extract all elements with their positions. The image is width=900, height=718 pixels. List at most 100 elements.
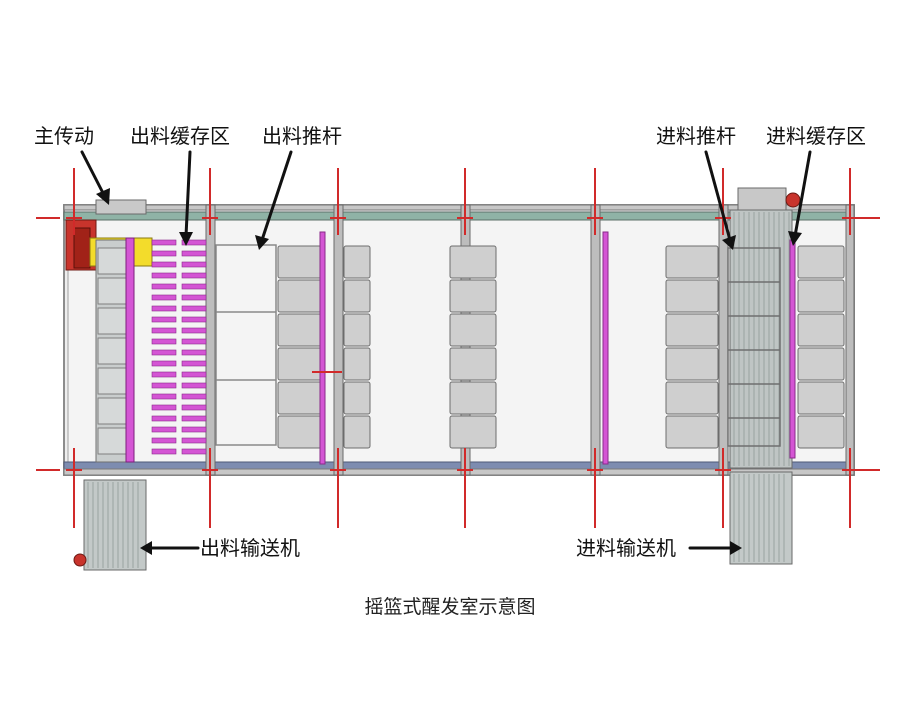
arrowhead-out-pusher <box>255 235 269 250</box>
buffer-slat <box>97 397 127 425</box>
tray <box>449 313 497 347</box>
out-conveyor-motor <box>73 553 87 567</box>
arrowhead-out-buffer <box>179 232 193 246</box>
arrow-main-drive <box>80 150 106 197</box>
cradle-bar <box>181 272 207 279</box>
cradle-bar <box>151 371 177 378</box>
cradle-bar <box>151 437 177 444</box>
cradle-bar <box>151 316 177 323</box>
tray <box>665 381 719 415</box>
diagram-caption: 摇篮式醒发室示意图 <box>364 596 536 618</box>
in-pusher-ladder-frame <box>727 247 781 447</box>
tray <box>449 245 497 279</box>
cradle-bar <box>151 327 177 334</box>
label-out-buffer: 出料缓存区 <box>130 124 230 148</box>
label-in-pusher: 进料推杆 <box>656 124 736 148</box>
cradle-bar <box>151 283 177 290</box>
cradle-bar <box>151 250 177 257</box>
arrow-in-pusher <box>704 150 732 242</box>
label-in-buffer: 进料缓存区 <box>766 124 866 148</box>
frame-column <box>205 204 216 476</box>
label-main-drive: 主传动 <box>34 124 94 148</box>
arrowhead-in-pusher <box>722 235 736 250</box>
in-drive-motor <box>785 192 801 208</box>
arrowhead-main-drive <box>96 188 110 205</box>
arrowhead-in-buffer <box>788 231 802 246</box>
frame-column <box>590 204 601 476</box>
in-buffer-purple-edge <box>789 239 796 459</box>
frame-column <box>718 204 729 476</box>
cradle-bar <box>181 305 207 312</box>
cradle-bar <box>151 360 177 367</box>
buffer-slat <box>97 247 127 275</box>
tray <box>665 245 719 279</box>
cradle-bar <box>181 360 207 367</box>
cradle-bar <box>181 448 207 455</box>
in-buffer-chain <box>729 209 793 469</box>
cradle-bar <box>181 294 207 301</box>
cradle-bar <box>181 415 207 422</box>
arrow-out-pusher <box>260 150 293 242</box>
arrow-out-buffer <box>184 150 192 238</box>
tray <box>449 347 497 381</box>
main-drive-gearbox <box>73 227 91 269</box>
tray <box>277 279 323 313</box>
cradle-bar <box>151 272 177 279</box>
cradle-bar <box>181 261 207 268</box>
in-buffer-top-cap <box>737 187 787 211</box>
cradle-bar <box>181 382 207 389</box>
in-pusher-rod <box>602 231 609 465</box>
frame-column <box>845 204 855 476</box>
tray <box>343 381 371 415</box>
buffer-slat <box>97 337 127 365</box>
tray <box>343 245 371 279</box>
cradle-bar <box>151 448 177 455</box>
tray <box>449 381 497 415</box>
tray <box>277 347 323 381</box>
buffer-slat <box>97 427 127 455</box>
tray <box>277 313 323 347</box>
buffer-slat <box>97 277 127 305</box>
cradle-bar <box>181 239 207 246</box>
tray <box>665 415 719 449</box>
pusher-grid-frame <box>215 244 277 446</box>
tray <box>797 245 845 279</box>
out-pusher-rod <box>319 231 326 465</box>
cradle-bar <box>151 294 177 301</box>
cradle-bar <box>151 415 177 422</box>
tray <box>343 313 371 347</box>
cradle-bar <box>151 305 177 312</box>
frame-column <box>333 204 344 476</box>
arrowhead-out-conveyor <box>140 541 152 555</box>
cradle-bar <box>181 426 207 433</box>
cradle-bar <box>181 437 207 444</box>
cradle-bar <box>181 283 207 290</box>
tray <box>665 279 719 313</box>
cradle-bar <box>151 239 177 246</box>
arrowhead-in-conveyor <box>730 541 742 555</box>
cradle-bar <box>181 393 207 400</box>
buffer-slat <box>97 307 127 335</box>
tray <box>665 347 719 381</box>
tray <box>343 347 371 381</box>
arrow-in-buffer <box>793 150 812 238</box>
cradle-bar <box>151 404 177 411</box>
cradle-bar <box>181 404 207 411</box>
label-arrows <box>80 150 812 550</box>
main-drive-top <box>95 199 147 215</box>
tray <box>797 381 845 415</box>
out-buffer-pusher-bar <box>125 237 135 463</box>
top-rail-edge <box>63 204 855 211</box>
cradle-bar <box>181 327 207 334</box>
cradle-bar <box>151 382 177 389</box>
tray <box>277 381 323 415</box>
out-conveyor-belt <box>83 479 147 571</box>
label-in-conveyor: 进料输送机 <box>576 536 676 560</box>
tray <box>797 415 845 449</box>
label-out-conveyor: 出料输送机 <box>200 536 300 560</box>
cradle-bar <box>151 393 177 400</box>
cradle-bar <box>151 426 177 433</box>
tray <box>449 415 497 449</box>
